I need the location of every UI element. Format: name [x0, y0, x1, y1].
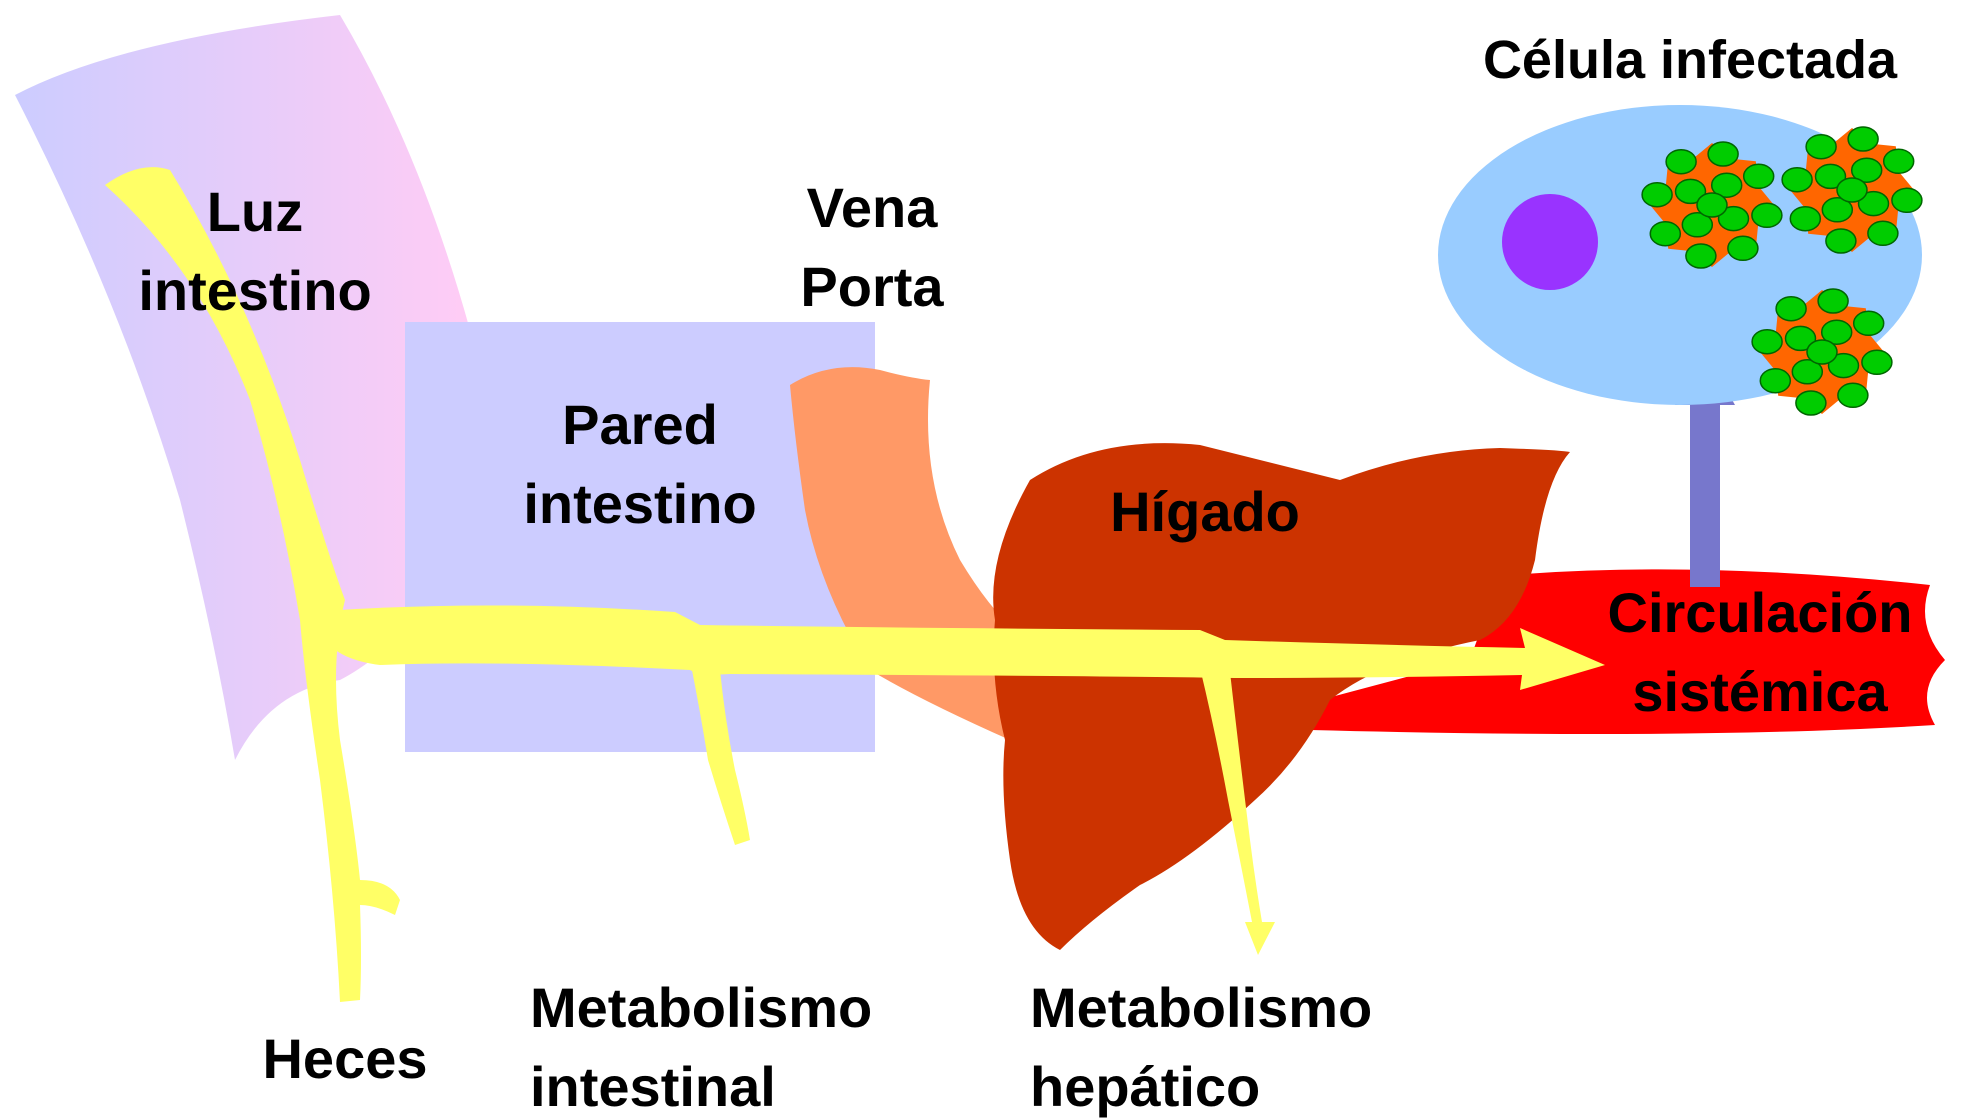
virus-spike — [1760, 369, 1790, 393]
virus-spike — [1892, 188, 1922, 212]
circulation-label-line2: sistémica — [1632, 660, 1888, 723]
infected-cell-label: Célula infectada — [1483, 30, 1898, 90]
virus-spike — [1697, 193, 1727, 217]
intestinal-metabolism-label-line1: Metabolismo — [530, 976, 872, 1039]
feces-label: Heces — [262, 1027, 427, 1090]
virus-spike — [1666, 150, 1696, 174]
virus-spike — [1728, 236, 1758, 260]
virus-spike — [1686, 244, 1716, 268]
virus-spike — [1826, 229, 1856, 253]
lumen-label-line2: intestino — [138, 259, 371, 322]
portal-vein-label-line1: Vena — [807, 176, 939, 239]
virus-spike — [1837, 178, 1867, 202]
virus-spike — [1806, 135, 1836, 159]
virus-spike — [1818, 289, 1848, 313]
intestinal-metabolism-label-line2: intestinal — [530, 1055, 776, 1118]
virus-spike — [1796, 391, 1826, 415]
virus-spike — [1752, 203, 1782, 227]
wall-label-line1: Pared — [562, 393, 718, 456]
hepatic-metabolism-label-line1: Metabolismo — [1030, 976, 1372, 1039]
circulation-label-line1: Circulación — [1608, 581, 1913, 644]
nucleus-shape — [1502, 194, 1598, 290]
virus-spike — [1838, 383, 1868, 407]
wall-label-line2: intestino — [523, 472, 756, 535]
portal-vein-label-line2: Porta — [800, 255, 944, 318]
virus-spike — [1862, 350, 1892, 374]
virus-spike — [1807, 340, 1837, 364]
virus-spike — [1744, 164, 1774, 188]
virus-spike — [1642, 183, 1672, 207]
virus-spike — [1848, 127, 1878, 151]
virus-spike — [1650, 222, 1680, 246]
virus-spike — [1708, 142, 1738, 166]
virus-spike — [1790, 207, 1820, 231]
liver-label: Hígado — [1110, 480, 1300, 543]
virus-spike — [1776, 297, 1806, 321]
virus-spike — [1752, 330, 1782, 354]
lumen-label-line1: Luz — [207, 180, 303, 243]
virus-spike — [1884, 149, 1914, 173]
virus-spike — [1854, 311, 1884, 335]
virus-spike — [1868, 221, 1898, 245]
virus-spike — [1782, 168, 1812, 192]
hepatic-metabolism-label-line2: hepático — [1030, 1055, 1260, 1118]
